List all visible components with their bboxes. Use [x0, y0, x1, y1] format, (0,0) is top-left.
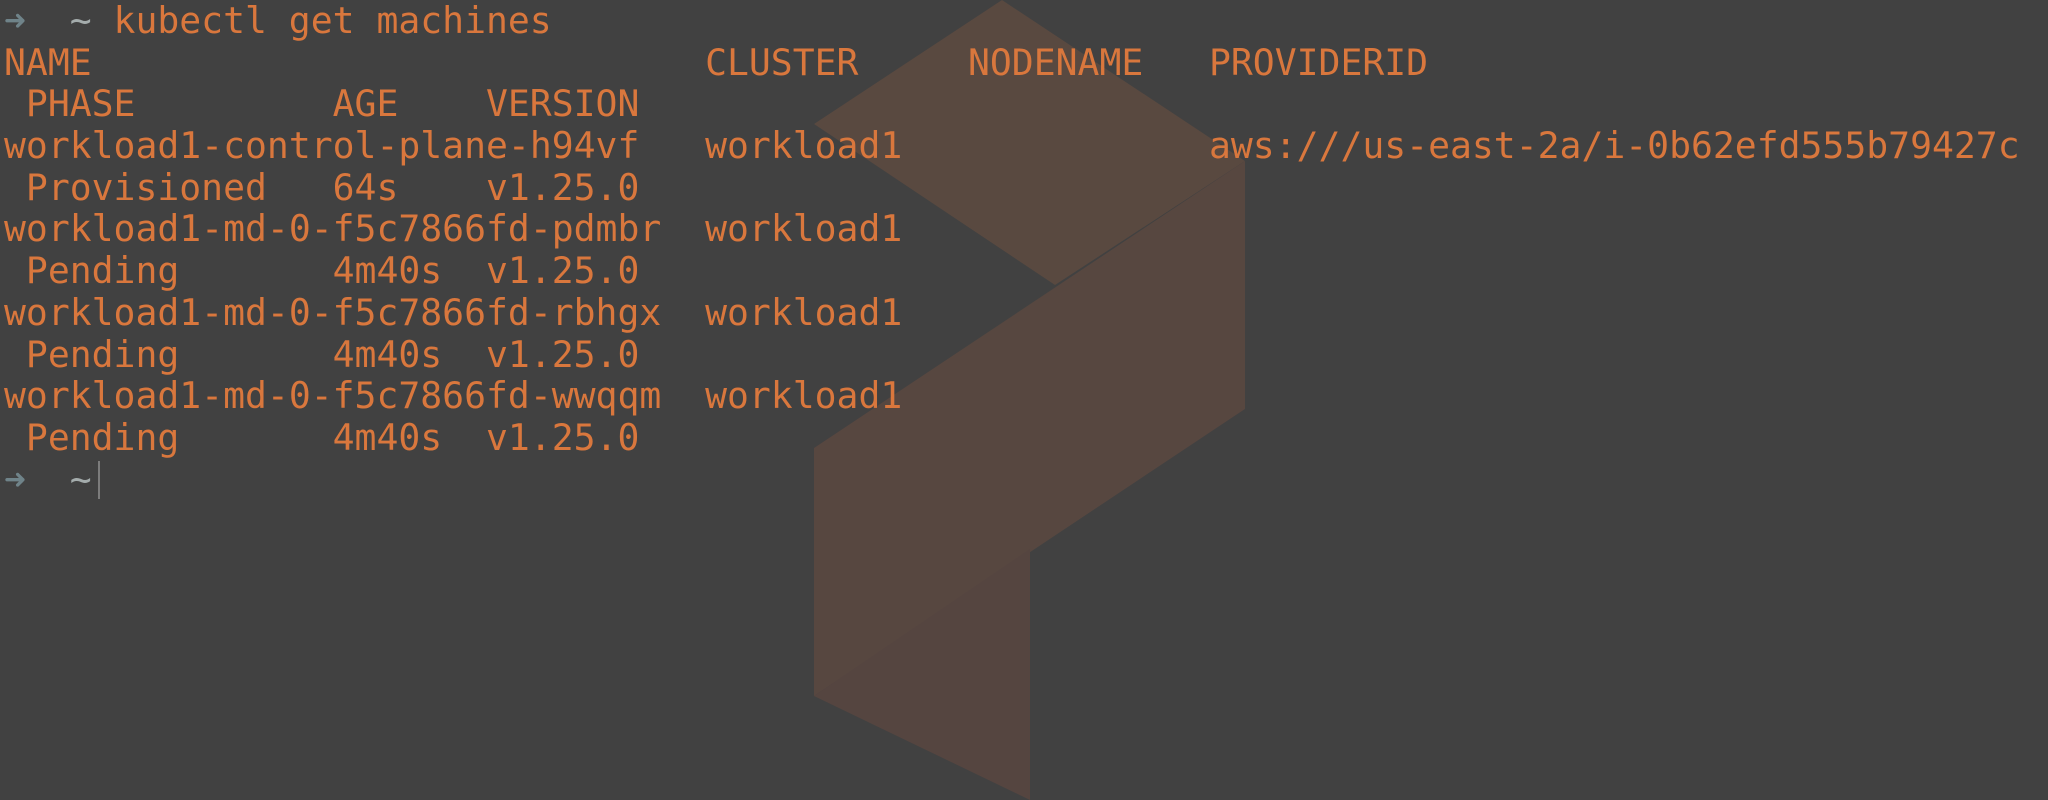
header-providerid: PROVIDERID — [1208, 40, 1429, 84]
machine-phase: Pending — [25, 415, 180, 459]
table-row-wrapped: Pending 4m40s v1.25.0 — [4, 417, 639, 459]
input-prompt-line[interactable]: ➜ ~ — [4, 457, 101, 501]
header-version: VERSION — [485, 82, 640, 126]
header-nodename: NODENAME — [967, 40, 1144, 84]
header-cluster: CLUSTER — [705, 40, 859, 84]
header-name: NAME — [4, 40, 92, 84]
machine-age: 4m40s — [332, 332, 443, 376]
machine-phase: Provisioned — [25, 165, 267, 209]
prompt-cwd: ~ — [69, 457, 92, 501]
machine-phase: Pending — [25, 332, 180, 376]
command-text: kubectl get machines — [113, 0, 552, 42]
table-header-wrapped: PHASE AGE VERSION — [4, 83, 639, 125]
table-row-wrapped: Pending 4m40s v1.25.0 — [4, 333, 639, 376]
machine-cluster: workload1 — [705, 124, 903, 168]
logo-top-face — [814, 0, 1245, 285]
machine-age: 4m40s — [332, 249, 443, 293]
machine-version: v1.25.0 — [485, 249, 640, 293]
machine-cluster: workload1 — [705, 290, 903, 334]
machine-age: 4m40s — [332, 415, 443, 459]
table-header: NAME CLUSTER NODENAME PROVIDERID — [4, 40, 1428, 84]
machine-cluster: workload1 — [705, 207, 903, 251]
machine-name: workload1-md-0-f5c7866fd-wwqqm — [4, 374, 662, 418]
command-prompt-line: ➜ ~ kubectl get machines — [4, 0, 552, 42]
header-phase: PHASE — [25, 82, 136, 126]
machine-version: v1.25.0 — [485, 165, 640, 209]
prompt-arrow-icon: ➜ — [4, 0, 26, 42]
machine-phase: Pending — [25, 249, 180, 293]
table-row: workload1-control-plane-h94vf workload1 … — [4, 125, 2020, 167]
table-row-wrapped: Provisioned 64s v1.25.0 — [4, 167, 639, 209]
header-age: AGE — [332, 82, 399, 126]
prompt-arrow-icon: ➜ — [4, 457, 26, 501]
table-row: workload1-md-0-f5c7866fd-wwqqm workload1 — [4, 375, 902, 417]
machine-name: workload1-md-0-f5c7866fd-rbhgx — [4, 290, 662, 334]
text-cursor — [98, 460, 101, 499]
machine-name: workload1-control-plane-h94vf — [4, 124, 640, 168]
logo-middle-band — [814, 161, 1245, 696]
terminal-output[interactable]: ➜ ~ kubectl get machines NAME CLUSTER NO… — [4, 0, 2020, 501]
machine-age: 64s — [332, 165, 399, 209]
table-row-wrapped: Pending 4m40s v1.25.0 — [4, 250, 639, 292]
prompt-cwd: ~ — [69, 0, 92, 42]
machine-version: v1.25.0 — [485, 332, 640, 376]
table-row: workload1-md-0-f5c7866fd-rbhgx workload1 — [4, 292, 902, 334]
machine-version: v1.25.0 — [485, 415, 640, 459]
machine-providerid: aws:///us-east-2a/i-0b62efd555b79427c — [1208, 124, 2020, 168]
table-row: workload1-md-0-f5c7866fd-pdmbr workload1 — [4, 208, 902, 250]
logo-bottom-face — [814, 549, 1030, 800]
machine-name: workload1-md-0-f5c7866fd-pdmbr — [4, 207, 662, 251]
machine-cluster: workload1 — [705, 374, 903, 418]
